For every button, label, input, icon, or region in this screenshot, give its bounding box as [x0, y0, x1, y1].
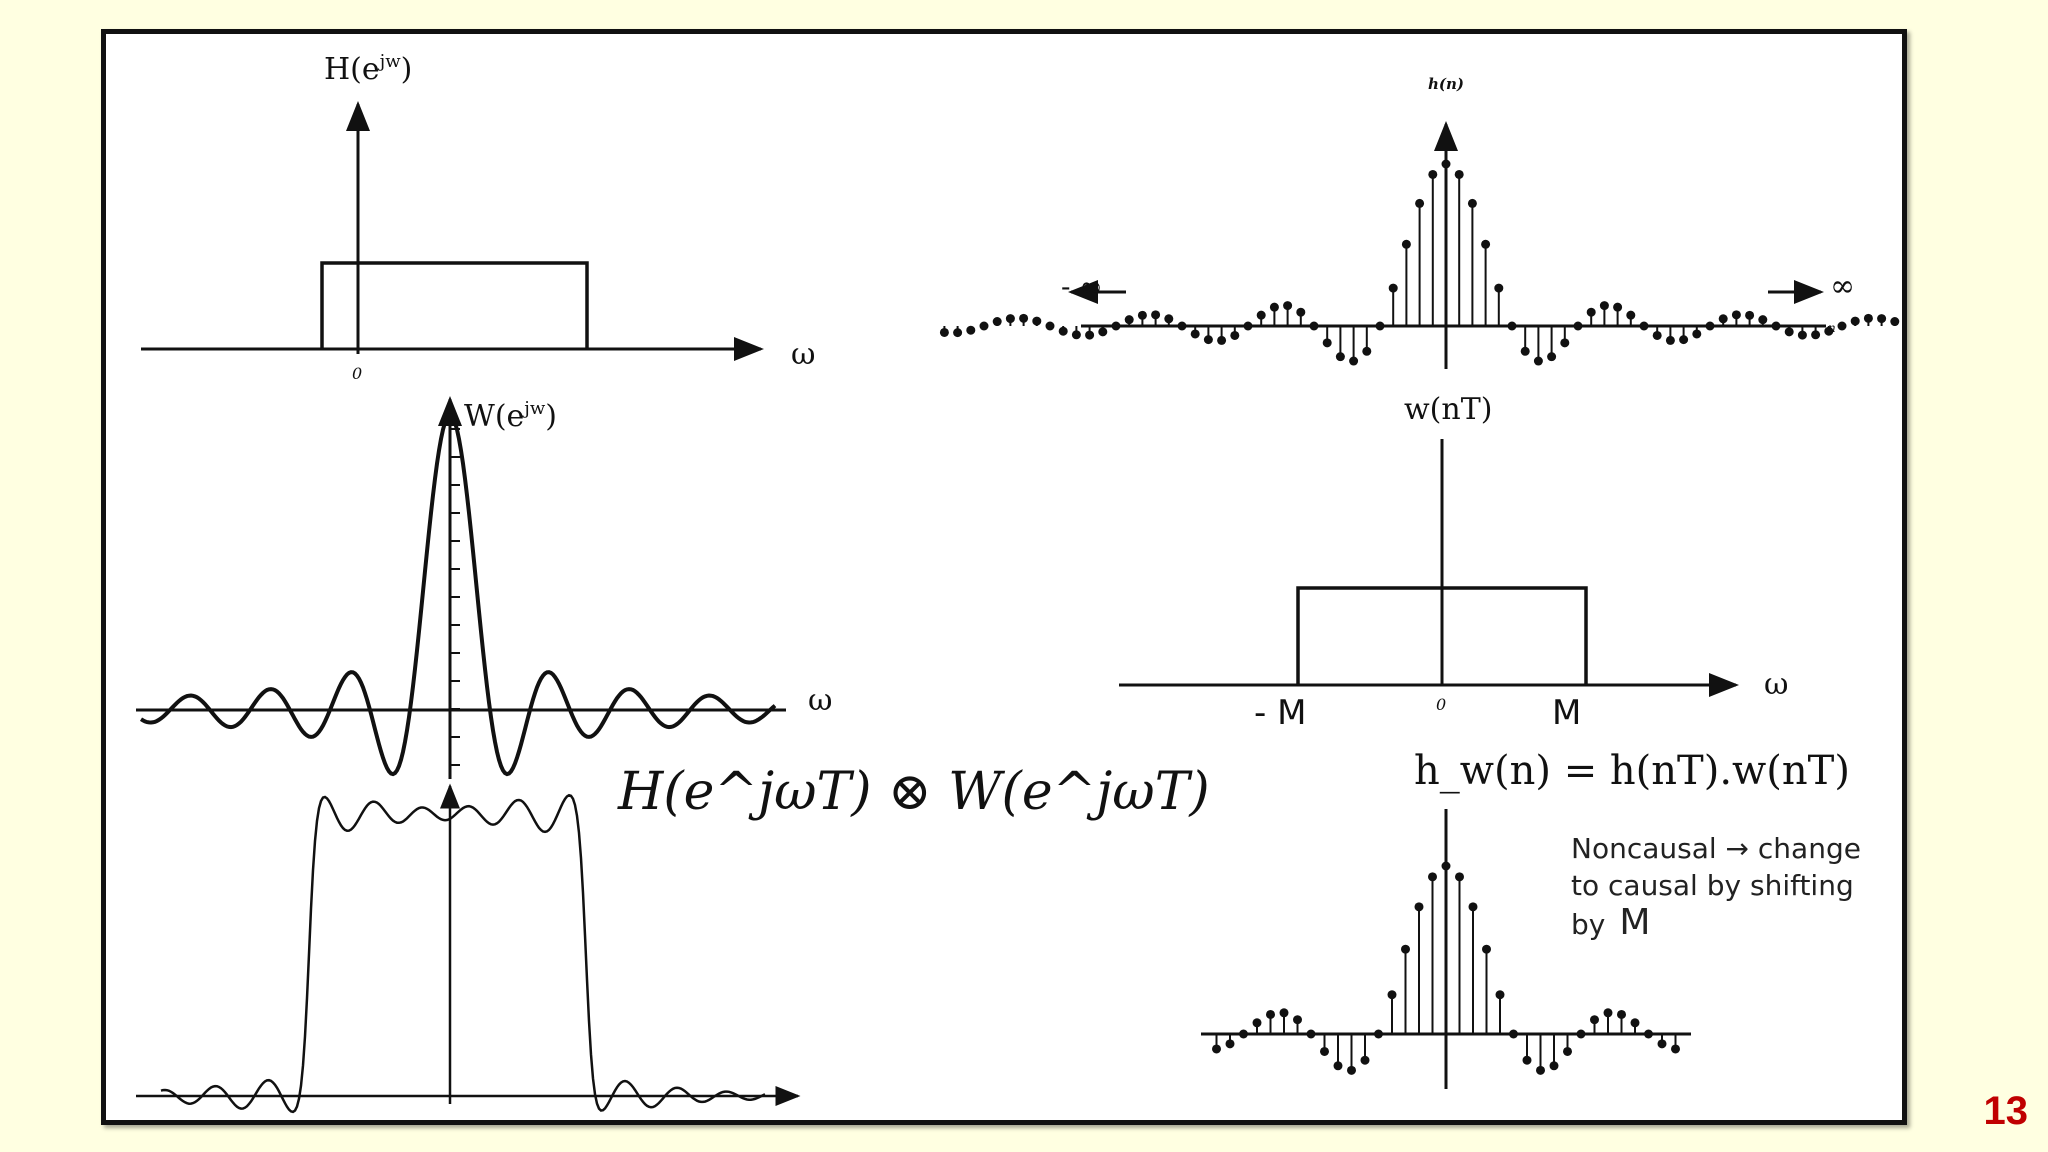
- n-axis-label: n: [1828, 321, 1836, 335]
- windowed-stems: [1212, 861, 1680, 1075]
- origin-label: 0: [1436, 695, 1446, 714]
- omega-label: ω: [1764, 667, 1788, 702]
- convolved-curve: [160, 793, 766, 1114]
- ideal-frequency-response: [141, 101, 764, 361]
- note-line-2: to causal by shifting: [1571, 869, 1854, 902]
- ideal-response-label: H(ejw): [324, 51, 412, 87]
- window-label: w(nT): [1404, 392, 1492, 427]
- impulse-label: h(n): [1428, 75, 1464, 93]
- note-line-1: Noncausal → change: [1571, 832, 1861, 865]
- axis-ticks: [450, 428, 460, 766]
- window-spectrum-label: W(ejw): [464, 398, 557, 434]
- product-equation: h_w(n) = h(nT).w(nT): [1414, 748, 1850, 794]
- plus-m-label: M: [1552, 693, 1581, 733]
- window-spectrum: [136, 396, 786, 779]
- omega-label: ω: [791, 337, 815, 372]
- impulse-response: [939, 121, 1900, 369]
- windowed-impulse-response: [1201, 809, 1691, 1089]
- convolved-response: [136, 783, 801, 1114]
- omega-label: ω: [808, 683, 832, 718]
- pos-infinity-label: ∞: [1830, 269, 1855, 304]
- neg-infinity-label: - ∞: [1061, 270, 1103, 303]
- rectangular-window: [1119, 439, 1739, 697]
- ideal-passband: [320, 261, 589, 349]
- causality-note: Noncausal → change to causal by shifting…: [1571, 830, 1902, 943]
- impulse-stems: [939, 159, 1900, 366]
- minus-m-label: - M: [1254, 693, 1306, 733]
- origin-label: 0: [352, 364, 362, 383]
- window-pulse: [1296, 586, 1588, 685]
- slide-frame: H(ejw) ω 0 W(ejw) ω H(e^jωT) ⊗ W(e^jωT): [101, 29, 1907, 1125]
- sinc-curve: [139, 413, 777, 777]
- convolution-equation: H(e^jωT) ⊗ W(e^jωT): [617, 762, 1210, 822]
- slide-number: 13: [1983, 1089, 2029, 1133]
- windowing-diagram: H(ejw) ω 0 W(ejw) ω H(e^jωT) ⊗ W(e^jωT): [136, 51, 1900, 1114]
